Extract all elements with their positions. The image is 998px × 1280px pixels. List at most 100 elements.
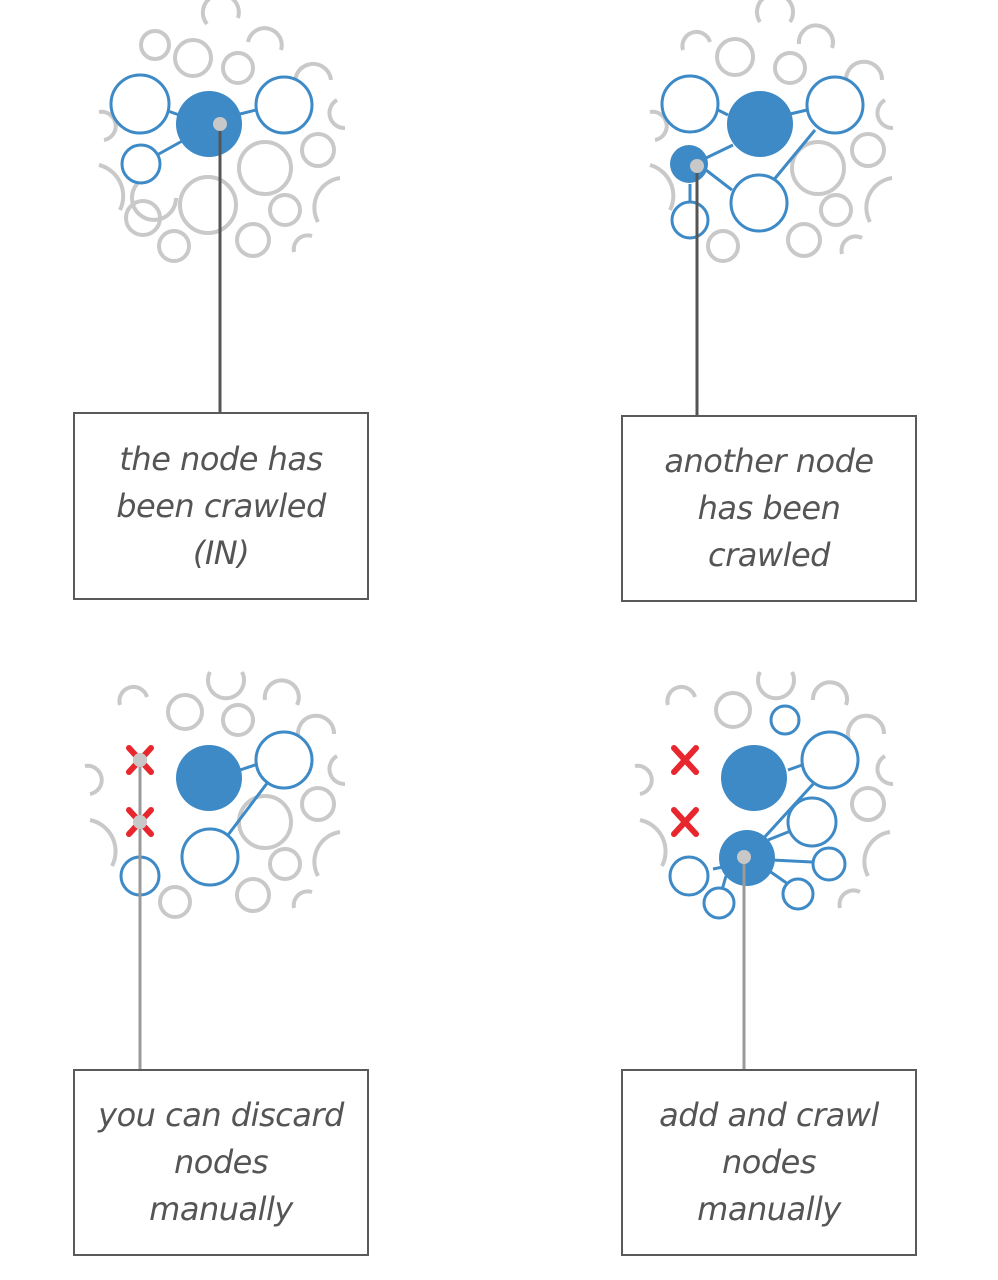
discovered-node xyxy=(254,730,314,790)
panel-discard-nodes xyxy=(84,671,346,1069)
uncrawled-node xyxy=(291,233,313,253)
uncrawled-nodes xyxy=(84,671,346,919)
node-pin xyxy=(133,753,147,767)
uncrawled-node xyxy=(875,754,894,787)
uncrawled-node xyxy=(864,176,893,223)
caption-line: you can discard xyxy=(98,1096,344,1134)
crawled-node xyxy=(176,91,242,157)
uncrawled-node xyxy=(327,98,346,131)
uncrawled-node xyxy=(312,830,341,877)
discovered-node xyxy=(668,855,710,897)
uncrawled-node xyxy=(875,98,894,131)
uncrawled-node xyxy=(178,175,238,235)
uncrawled-node xyxy=(786,222,822,258)
graph-edge xyxy=(705,168,733,192)
uncrawled-node xyxy=(268,193,302,227)
crawled-node xyxy=(721,745,787,811)
uncrawled-node xyxy=(639,818,668,867)
discovered-node xyxy=(800,730,860,790)
discovered-node xyxy=(702,886,736,920)
uncrawled-node xyxy=(649,109,669,142)
caption-line: (IN) xyxy=(192,533,250,572)
discovered-node xyxy=(729,173,789,233)
caption-box-crawled-node: the node has been crawled (IN) xyxy=(73,412,369,600)
uncrawled-node xyxy=(166,693,204,731)
discovered-node xyxy=(786,796,838,848)
discovered-node xyxy=(769,704,801,736)
uncrawled-node xyxy=(680,29,712,51)
uncrawled-node xyxy=(124,199,162,237)
uncrawled-node xyxy=(235,877,271,913)
uncrawled-node xyxy=(837,888,861,909)
discovered-nodes xyxy=(660,74,865,240)
caption-line: has been xyxy=(697,489,841,527)
uncrawled-node xyxy=(237,794,293,850)
discovered-node xyxy=(254,75,314,135)
uncrawled-node xyxy=(810,680,849,706)
graph-edges xyxy=(712,762,817,891)
graph-edge xyxy=(770,129,817,183)
discovered-nodes xyxy=(109,73,314,185)
discard-mark-stroke xyxy=(671,745,699,775)
caption-line: manually xyxy=(697,1190,841,1228)
discovered-node xyxy=(805,75,865,135)
caption-line: add and crawl xyxy=(659,1096,879,1134)
uncrawled-node xyxy=(200,0,241,26)
graph-edge xyxy=(156,138,185,157)
uncrawled-node xyxy=(221,703,255,737)
uncrawled-node xyxy=(756,671,796,701)
uncrawled-node xyxy=(84,763,104,796)
discard-mark xyxy=(671,745,699,775)
caption-line: the node has xyxy=(119,439,323,478)
discovered-node xyxy=(781,877,815,911)
discovered-node xyxy=(660,74,720,134)
uncrawled-node xyxy=(796,23,835,49)
uncrawled-node xyxy=(117,684,149,706)
uncrawled-node xyxy=(157,229,191,263)
caption-box-discard-nodes: you can discard nodes manually xyxy=(73,1069,369,1256)
uncrawled-node xyxy=(327,754,346,787)
discovered-nodes xyxy=(668,704,860,920)
uncrawled-node xyxy=(714,691,752,729)
discard-mark-stroke xyxy=(671,807,699,837)
discovered-node xyxy=(670,200,710,240)
uncrawled-node xyxy=(665,684,697,706)
uncrawled-node xyxy=(291,889,313,909)
node-pin xyxy=(133,815,147,829)
uncrawled-node xyxy=(755,0,795,24)
discovered-node xyxy=(120,143,162,185)
uncrawled-node xyxy=(300,132,336,168)
crawled-node xyxy=(727,91,793,157)
graph-edge xyxy=(705,143,734,160)
discovered-node xyxy=(180,827,240,887)
panel-crawled-node xyxy=(98,0,346,412)
uncrawled-node xyxy=(89,818,118,867)
panel-add-nodes xyxy=(634,671,894,1069)
caption-line: nodes xyxy=(721,1143,817,1181)
caption-box-another-node: another node has been crawled xyxy=(621,415,917,602)
node-pin xyxy=(690,159,704,173)
caption-line: another node xyxy=(664,442,874,480)
graph-edge xyxy=(760,780,817,842)
discovered-node xyxy=(109,73,171,135)
uncrawled-node xyxy=(312,176,341,223)
uncrawled-nodes xyxy=(649,0,894,263)
graph-edge xyxy=(226,781,270,836)
caption-line: been crawled xyxy=(116,486,326,525)
uncrawled-node xyxy=(790,140,846,196)
uncrawled-node xyxy=(634,763,654,796)
graph-edge xyxy=(717,108,729,117)
uncrawled-node xyxy=(158,885,192,919)
graph-edge xyxy=(771,858,813,864)
uncrawled-node xyxy=(839,234,863,255)
discovered-node xyxy=(811,846,847,882)
uncrawled-node xyxy=(850,786,886,822)
uncrawled-node xyxy=(296,713,337,743)
uncrawled-node xyxy=(706,229,740,263)
uncrawled-node xyxy=(300,786,336,822)
uncrawled-node xyxy=(98,109,118,142)
node-pin xyxy=(737,850,751,864)
discard-mark xyxy=(671,807,699,837)
uncrawled-node xyxy=(139,29,171,61)
